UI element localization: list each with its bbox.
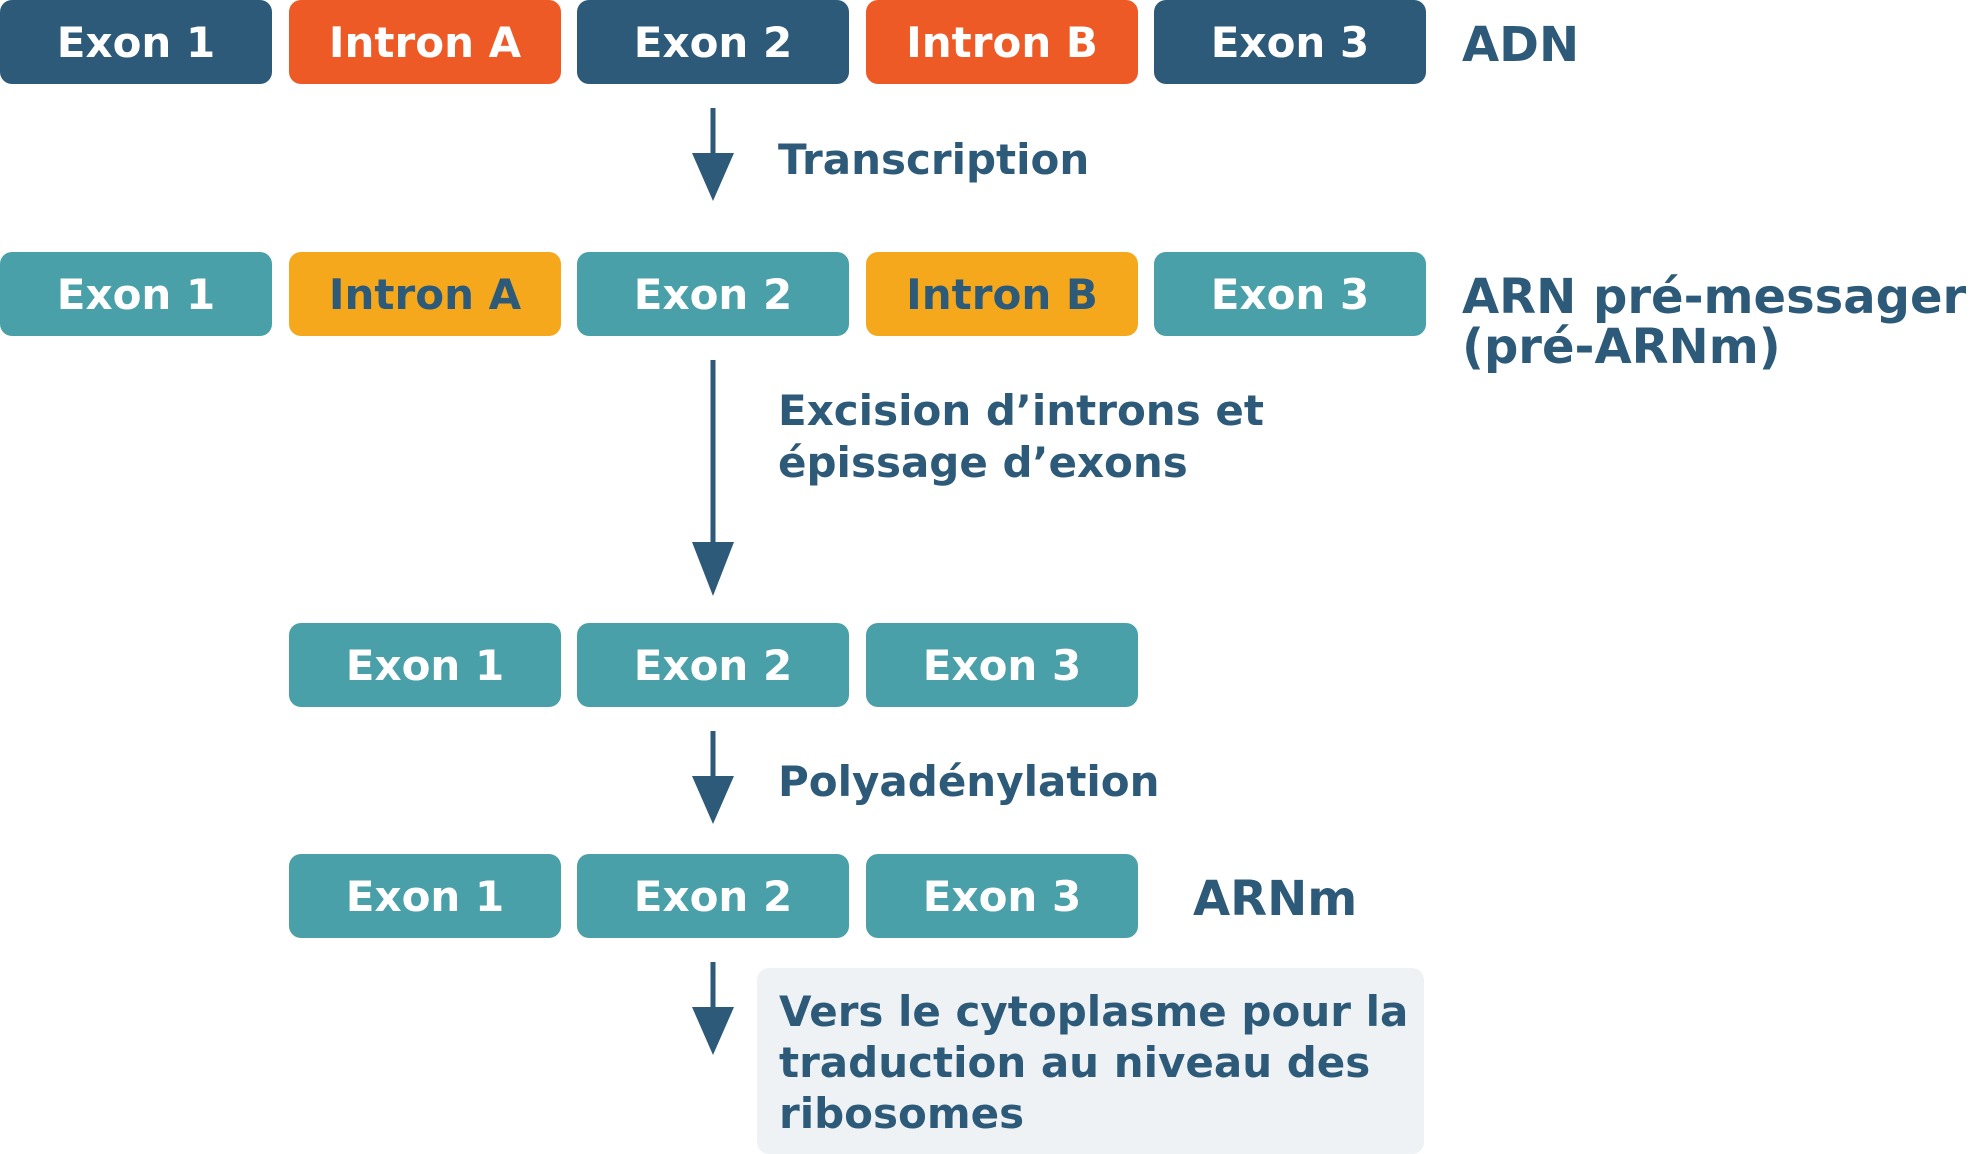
dna-intron-b: Intron B xyxy=(866,0,1138,84)
dna-exon-2: Exon 2 xyxy=(577,0,849,84)
dna-exon-3: Exon 3 xyxy=(1154,0,1426,84)
spliced-exon-3: Exon 3 xyxy=(866,623,1138,707)
transcription-label: Transcription xyxy=(778,135,1090,184)
pre-mrna-exon-2: Exon 2 xyxy=(577,252,849,336)
cytoplasm-note: Vers le cytoplasme pour la traduction au… xyxy=(757,968,1424,1154)
arrow-down-icon xyxy=(692,962,734,1055)
pre-mrna-exon-1: Exon 1 xyxy=(0,252,272,336)
mrna-exon-1: Exon 1 xyxy=(289,854,561,938)
mrna-exon-3: Exon 3 xyxy=(866,854,1138,938)
spliced-exon-2: Exon 2 xyxy=(577,623,849,707)
dna-label: ADN xyxy=(1462,17,1580,73)
note-line-1: Vers le cytoplasme pour la xyxy=(779,987,1409,1036)
pre-mrna-intron-a: Intron A xyxy=(289,252,561,336)
arrow-down-icon xyxy=(692,108,734,201)
dna-exon-1: Exon 1 xyxy=(0,0,272,84)
pre-mrna-intron-b: Intron B xyxy=(866,252,1138,336)
pre-mrna-label-line2: (pré-ARNm) xyxy=(1462,319,1781,375)
polyadenylation-label: Polyadénylation xyxy=(778,757,1160,806)
note-line-3: ribosomes xyxy=(779,1089,1025,1138)
mrna-label: ARNm xyxy=(1193,871,1358,927)
arrow-down-icon xyxy=(692,360,734,596)
note-line-2: traduction au niveau des xyxy=(779,1038,1371,1087)
dna-intron-a: Intron A xyxy=(289,0,561,84)
spliced-exon-1: Exon 1 xyxy=(289,623,561,707)
splicing-label-line1: Excision d’introns et xyxy=(778,386,1264,435)
mrna-exon-2: Exon 2 xyxy=(577,854,849,938)
pre-mrna-label-line1: ARN pré-messager xyxy=(1462,269,1967,325)
pre-mrna-exon-3: Exon 3 xyxy=(1154,252,1426,336)
splicing-label-line2: épissage d’exons xyxy=(778,438,1188,487)
arrow-down-icon xyxy=(692,731,734,824)
